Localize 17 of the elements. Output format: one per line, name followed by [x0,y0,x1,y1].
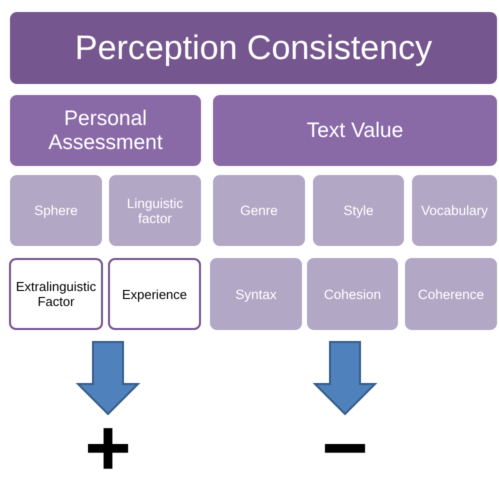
plus-sign: + [78,414,138,482]
item-box: Vocabulary [412,175,497,246]
block-arrow [312,341,378,416]
item-box: Style [313,175,404,246]
item-box: Cohesion [307,258,398,330]
item-box: Sphere [10,175,102,246]
category-box: Personal Assessment [10,95,201,166]
item-box: Linguistic factor [109,175,201,246]
item-box: Syntax [210,258,302,330]
category-box: Text Value [213,95,497,166]
item-box: Coherence [405,258,497,330]
block-arrow [76,341,140,416]
title-band: Perception Consistency [10,12,497,84]
minus-sign: − [315,414,375,482]
item-box: Extralinguistic Factor [9,258,103,330]
item-box: Genre [213,175,305,246]
item-box: Experience [108,258,201,330]
